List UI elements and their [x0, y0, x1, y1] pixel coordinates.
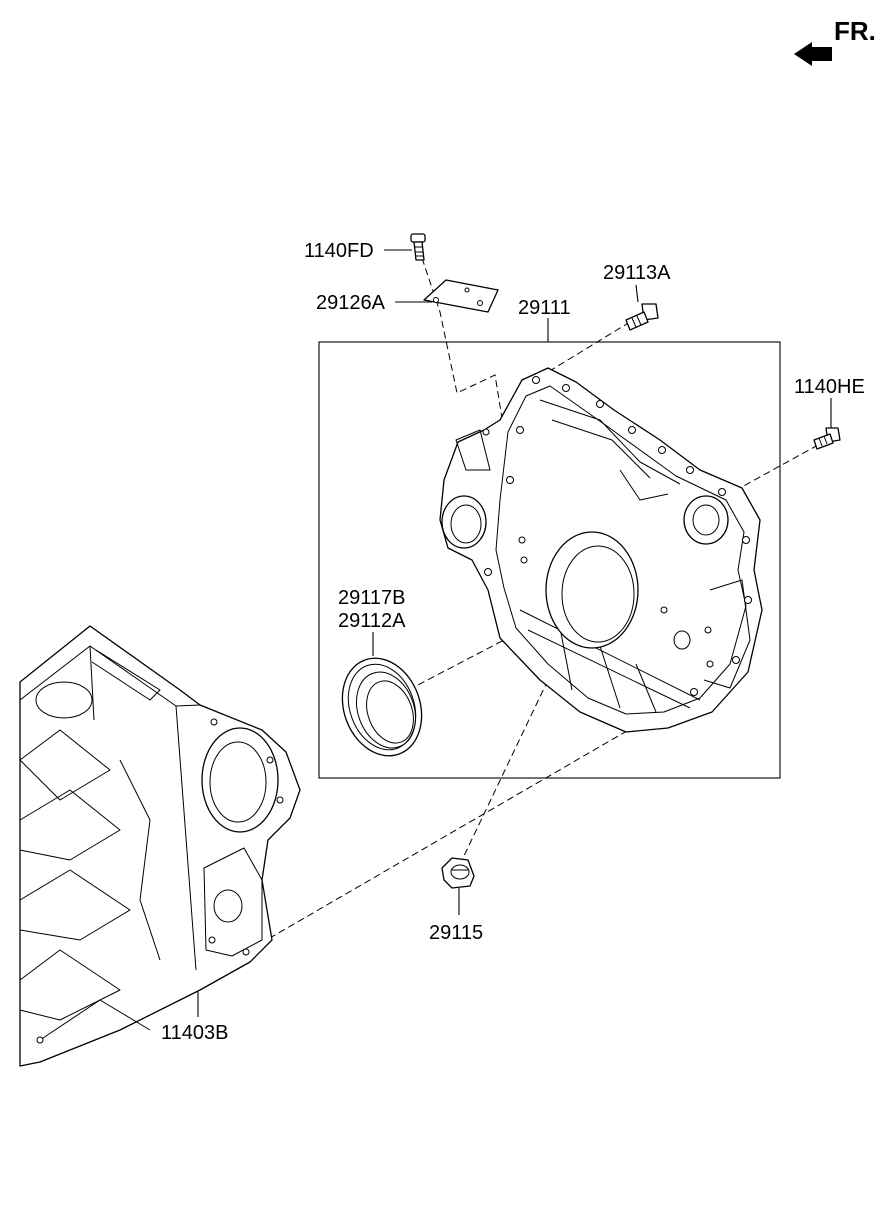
front-arrow-icon [794, 42, 832, 66]
bolt-1140fd [410, 233, 426, 261]
assembly-frame [318, 341, 781, 779]
label-29126a: 29126A [316, 292, 386, 314]
label-1140fd: 1140FD [304, 240, 374, 262]
label-29112a: 29112A [338, 610, 406, 632]
label-29113a: 29113A [603, 262, 671, 284]
bolt-29113a [625, 303, 659, 331]
label-29111: 29111 [518, 297, 571, 319]
plug-29115 [441, 857, 475, 889]
label-29117b: 29117B [338, 587, 405, 609]
front-direction-indicator: FR. [794, 16, 876, 66]
timing-case-29111 [439, 367, 763, 733]
bolt-1140he [813, 427, 841, 450]
cover-plate-29126a [423, 279, 499, 313]
engine-block [19, 625, 301, 1067]
front-label: FR. [834, 16, 876, 46]
leader-lines [197, 249, 832, 1017]
label-11403b: 11403B [161, 1022, 228, 1044]
label-1140he: 1140HE [794, 376, 865, 398]
oil-seal-29112a [341, 657, 423, 757]
label-29115: 29115 [429, 922, 483, 944]
part-labels: 1140FD 29126A 29113A 29111 1140HE 29117B… [161, 240, 865, 1044]
